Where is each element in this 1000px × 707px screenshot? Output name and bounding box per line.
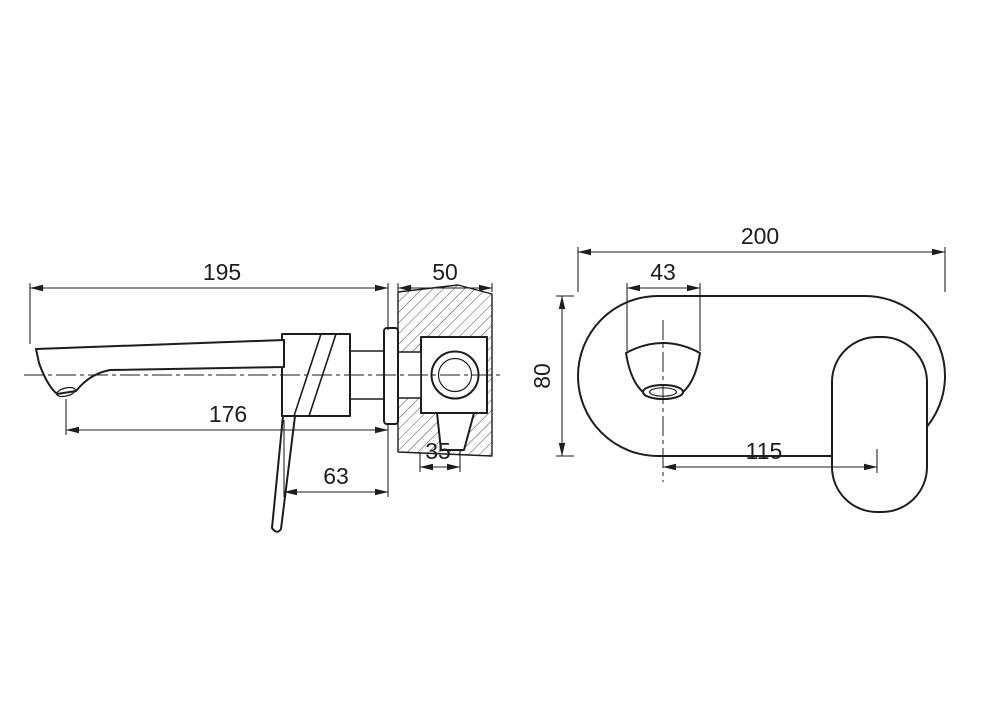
side-view — [24, 284, 500, 533]
dim-plate-width-label: 200 — [741, 223, 779, 249]
outlet-elbow — [436, 412, 475, 451]
dim-spout-reach-label: 176 — [209, 401, 247, 427]
valve-inner-circle — [437, 357, 473, 393]
dim-handle-offset-label: 63 — [323, 463, 349, 489]
handle-front — [831, 336, 928, 513]
spout-outlet-mouth — [56, 386, 76, 398]
dim-wall-depth-label: 50 — [432, 259, 458, 285]
front-view-dimensions: 200 80 43 115 — [529, 223, 946, 473]
dim-spout-length-label: 195 — [203, 259, 241, 285]
escutcheon-side — [383, 327, 399, 425]
dim-outlet-offset-label: 35 — [425, 438, 451, 464]
dim-spout-to-handle-label: 115 — [746, 438, 783, 464]
dim-spout-width-label: 43 — [650, 259, 676, 285]
dim-plate-height-label: 80 — [529, 363, 555, 389]
spout-side — [35, 339, 285, 395]
front-view — [577, 295, 946, 513]
side-view-dimensions: 195 50 176 63 35 — [29, 259, 493, 497]
